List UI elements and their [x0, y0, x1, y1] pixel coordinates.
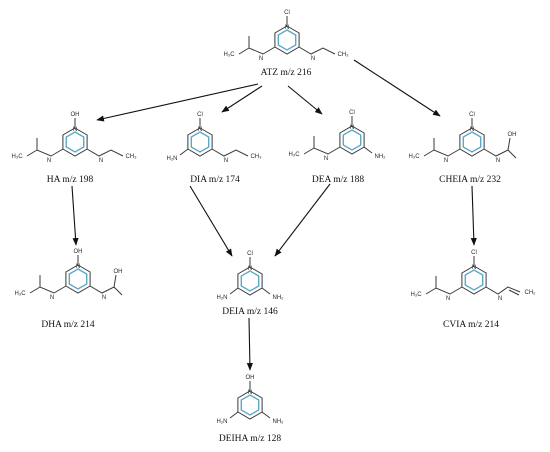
compound-label-ha: HA m/z 198 — [47, 175, 94, 185]
substituent-right: CH₃ — [125, 154, 137, 160]
compound-label-deia: DEIA m/z 146 — [222, 307, 278, 317]
compound-deiha: OH N H₂N NH₂ — [217, 375, 285, 425]
substituent-right: NH₂ — [375, 154, 387, 160]
ring-nitrogen: N — [73, 127, 77, 133]
substituent-left: H₃C — [14, 291, 26, 297]
substituent-right: NH₂ — [273, 419, 285, 425]
arrow-dia-to-deia — [189, 185, 233, 257]
substituent-top: Cl — [469, 112, 475, 118]
substituent-top: Cl — [284, 10, 290, 16]
reaction-arrows — [71, 59, 477, 371]
compound-label-dea: DEA m/z 188 — [312, 175, 364, 185]
amine-nitrogen-left: N — [446, 296, 450, 302]
substituent-top: Cl — [471, 250, 477, 256]
substituent-right: CH₃ — [337, 52, 349, 58]
substituent-top: OH — [246, 375, 255, 381]
compound-dia: Cl N H₂N N CH₃ — [167, 112, 263, 164]
amine-nitrogen-left: N — [50, 295, 54, 301]
ring-nitrogen: N — [248, 390, 252, 396]
compound-ha: OH N N H₃C N CH₃ — [11, 112, 137, 164]
ring-nitrogen: N — [76, 264, 80, 270]
substituent-top: OH — [71, 112, 80, 118]
substituent-right: CH₂ — [525, 290, 537, 296]
compound-label-atz: ATZ m/z 216 — [261, 68, 312, 78]
substituent-top: Cl — [247, 251, 253, 257]
substituent-left: H₂N — [217, 419, 228, 425]
amine-nitrogen-right: N — [224, 158, 228, 164]
amine-nitrogen-left: N — [324, 156, 328, 162]
compound-label-cheia: CHEIA m/z 232 — [439, 175, 501, 185]
arrow-dea-to-deia — [274, 183, 331, 257]
compound-dha: OH N N H₃C N OH — [14, 249, 122, 301]
substituent-right: OH — [114, 269, 123, 275]
arrow-atz-to-dea — [287, 85, 323, 115]
compound-label-dha: DHA m/z 214 — [41, 320, 95, 330]
substituent-left: H₂N — [217, 295, 228, 301]
amine-nitrogen-left: N — [444, 158, 448, 164]
compound-dea: Cl N N H₃C NH₂ — [288, 110, 386, 162]
compound-cheia: Cl N N H₃C N OH — [408, 112, 516, 164]
substituent-left: H₂N — [167, 156, 178, 162]
arrow-atz-to-dia — [221, 85, 263, 113]
compound-label-dia: DIA m/z 174 — [190, 175, 240, 185]
ring-nitrogen: N — [470, 127, 474, 133]
substituent-right: NH₂ — [273, 295, 285, 301]
compound-label-cvia: CVIA m/z 214 — [443, 320, 499, 330]
substituent-right: OH — [508, 132, 517, 138]
compound-cvia: Cl N N H₃C N CH₂ — [410, 250, 536, 302]
arrow-atz-to-cheia — [353, 59, 441, 117]
amine-nitrogen-right: N — [99, 158, 103, 164]
ring-nitrogen: N — [198, 127, 202, 133]
substituent-left: H₃C — [410, 292, 422, 298]
ring-nitrogen: N — [472, 265, 476, 271]
substituent-left: H₃C — [288, 152, 300, 158]
substituent-left: H₃C — [408, 154, 420, 160]
substituent-right: CH₃ — [250, 154, 262, 160]
substituent-top: OH — [74, 249, 83, 255]
ring-nitrogen: N — [350, 125, 354, 131]
arrow-cheia-to-cvia — [470, 185, 477, 246]
amine-nitrogen-right: N — [496, 158, 500, 164]
substituent-left: H₃C — [11, 154, 23, 160]
compound-atz: Cl N N H₃C N CH₃ — [223, 10, 349, 62]
arrow-ha-to-dha — [71, 185, 79, 246]
arrow-atz-to-ha — [96, 83, 259, 122]
amine-nitrogen-left: N — [259, 56, 263, 62]
substituent-top: Cl — [349, 110, 355, 116]
amine-nitrogen-right: N — [102, 295, 106, 301]
substituent-left: H₃C — [223, 52, 235, 58]
ring-nitrogen: N — [248, 266, 252, 272]
arrow-deia-to-deiha — [246, 317, 253, 371]
amine-nitrogen-left: N — [47, 158, 51, 164]
ring-nitrogen: N — [285, 25, 289, 31]
amine-nitrogen-right: N — [311, 56, 315, 62]
compound-deia: Cl N H₂N NH₂ — [217, 251, 285, 301]
substituent-top: Cl — [197, 112, 203, 118]
amine-nitrogen-right: N — [498, 296, 502, 302]
compound-label-deiha: DEIHA m/z 128 — [219, 434, 282, 444]
